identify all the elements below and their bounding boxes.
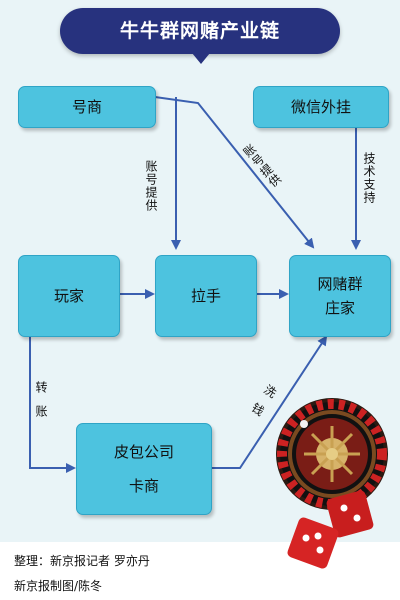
node-lashou-label: 拉手	[190, 287, 221, 305]
node-kashang: 皮包公司 卡商	[76, 423, 212, 515]
edge-kashang-zhuangjia	[210, 335, 328, 469]
node-haoshang: 号商	[18, 86, 156, 128]
roulette-wheel-illustration	[276, 398, 388, 569]
edge-haoshang-zhuangjia	[154, 96, 315, 249]
node-weixin-label: 微信外挂	[290, 98, 351, 116]
node-kashang-label-2: 卡商	[128, 477, 159, 495]
node-zhuangjia-label-1: 网赌群	[317, 275, 363, 293]
node-lashou: 拉手	[155, 255, 257, 337]
node-wanjia-label: 玩家	[53, 287, 84, 305]
page-title: 牛牛群网赌产业链	[119, 20, 280, 42]
node-weixin-waigua: 微信外挂	[253, 86, 389, 128]
edge-wanjia-kashang	[29, 335, 76, 473]
node-wanjia: 玩家	[18, 255, 120, 337]
title-banner: 牛牛群网赌产业链	[60, 8, 340, 64]
node-zhuangjia: 网赌群 庄家	[289, 255, 391, 337]
edge-label-jishu-zhichi: 技术支持	[362, 152, 376, 204]
footer-image-credit: 新京报制图/陈冬	[14, 579, 103, 593]
edge-label-zhanghao-tigong-1: 账号提供	[144, 160, 158, 212]
edge-label-zhuanzhang: 转账	[34, 381, 48, 429]
node-haoshang-label: 号商	[71, 98, 102, 116]
node-zhuangjia-label-2: 庄家	[324, 299, 355, 317]
footer-credit: 整理：新京报记者 罗亦丹	[14, 554, 150, 568]
node-kashang-label-1: 皮包公司	[113, 443, 174, 461]
